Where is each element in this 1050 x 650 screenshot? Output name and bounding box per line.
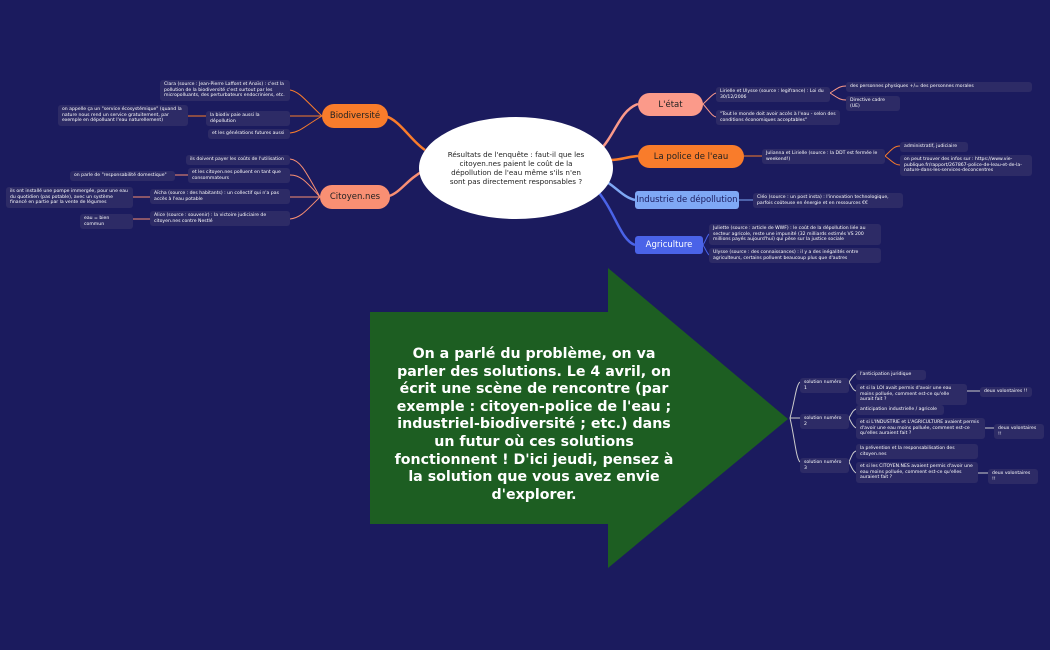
solution-3-item-2[interactable]: et si les CITOYEN.NES avaient permis d'a…	[856, 462, 978, 483]
leaf-etat-sub-2[interactable]: Directive cadre (UE)	[846, 96, 900, 112]
leaf-citoyen-3[interactable]: Aïcha (source : des habitants) : un coll…	[150, 189, 290, 205]
leaf-police-sub-1[interactable]: administratif, judiciaire	[900, 142, 968, 152]
leaf-citoyen-sub-1[interactable]: on parle de "responsabilité domestique"	[70, 171, 175, 181]
topic-industrie[interactable]: Industrie de dépollution	[635, 191, 739, 209]
topic-citoyen[interactable]: Citoyen.nes	[320, 185, 390, 209]
topic-citoyen-label: Citoyen.nes	[329, 192, 381, 202]
leaf-biodiversite-1[interactable]: Clara (source : Jean-Pierre Laffont et A…	[160, 80, 290, 101]
leaf-citoyen-2[interactable]: et les citoyen.nes polluent en tant que …	[188, 168, 290, 184]
topic-biodiversite-label: Biodiversité	[329, 111, 381, 121]
solution-2-item-2[interactable]: et si L'INDUSTRIE et L'AGRICULTURE avaie…	[856, 418, 985, 439]
leaf-agriculture-2[interactable]: Ulysse (source : des connaissances) : il…	[709, 248, 881, 264]
solution-3-extra[interactable]: deux volontaires !!	[988, 469, 1038, 485]
solution-3-label[interactable]: solution numéro 3	[800, 458, 849, 474]
solution-1-item-1[interactable]: l'anticipation juridique	[856, 370, 926, 380]
solution-2-item-1[interactable]: anticipation industrielle / agricole	[856, 405, 944, 415]
leaf-citoyen-4[interactable]: Alice (source : souvenir) : la victoire …	[150, 211, 290, 227]
topic-etat-label: L'état	[658, 99, 683, 110]
leaf-biodiversite-2[interactable]: la biodiv paie aussi la dépollution	[206, 111, 290, 127]
solution-2-extra[interactable]: deux volontaires !!	[994, 424, 1044, 440]
topic-etat[interactable]: L'état	[638, 93, 703, 116]
solution-1-label[interactable]: solution numéro 1	[800, 378, 849, 394]
arrow-text: On a parlé du problème, on va parler des…	[394, 346, 674, 503]
topic-police-label: La police de l'eau	[653, 151, 729, 162]
central-topic[interactable]: Résultats de l'enquête : faut-il que les…	[419, 117, 613, 219]
leaf-etat-1[interactable]: Lirielle et Ulysse (source : legifrance)…	[716, 87, 830, 103]
topic-agriculture[interactable]: Agriculture	[635, 236, 703, 254]
solution-1-item-2[interactable]: et si la LOI avait permis d'avoir une ea…	[856, 384, 967, 405]
solution-3-item-1[interactable]: la prévention et la responsabilisation d…	[856, 444, 978, 460]
leaf-citoyen-sub-3[interactable]: eau = bien commun	[80, 214, 133, 230]
leaf-industrie-1[interactable]: Cléo (source : un post insta) : l'innova…	[753, 193, 903, 209]
leaf-biodiversite-sub[interactable]: on appelle ça un "service écosystémique"…	[58, 105, 188, 126]
topic-agriculture-label: Agriculture	[645, 240, 693, 250]
topic-police[interactable]: La police de l'eau	[638, 145, 744, 168]
leaf-etat-sub-1[interactable]: des personnes physiques +/= des personne…	[846, 82, 1032, 92]
leaf-citoyen-1[interactable]: ils doivent payer les coûts de l'utilisa…	[186, 155, 290, 165]
central-topic-label: Résultats de l'enquête : faut-il que les…	[447, 150, 585, 186]
leaf-biodiversite-3[interactable]: et les générations futures aussi	[208, 129, 290, 139]
leaf-etat-2[interactable]: "Tout le monde doit avoir accès à l'eau …	[716, 110, 840, 126]
leaf-police-sub-2[interactable]: on peut trouver des infos sur : https://…	[900, 155, 1032, 176]
topic-industrie-label: Industrie de dépollution	[636, 195, 738, 205]
leaf-citoyen-sub-2[interactable]: ils ont installé une pompe immergée, pou…	[6, 187, 133, 208]
topic-biodiversite[interactable]: Biodiversité	[322, 104, 388, 128]
solution-2-label[interactable]: solution numéro 2	[800, 414, 849, 430]
big-arrow-shape	[370, 268, 788, 568]
leaf-police-1[interactable]: Julianna et Lirielle (source : la DDT es…	[762, 149, 885, 165]
solution-1-extra[interactable]: deux volontaires !!	[980, 387, 1032, 397]
leaf-agriculture-1[interactable]: Juliette (source : article de WWF) : le …	[709, 224, 881, 245]
